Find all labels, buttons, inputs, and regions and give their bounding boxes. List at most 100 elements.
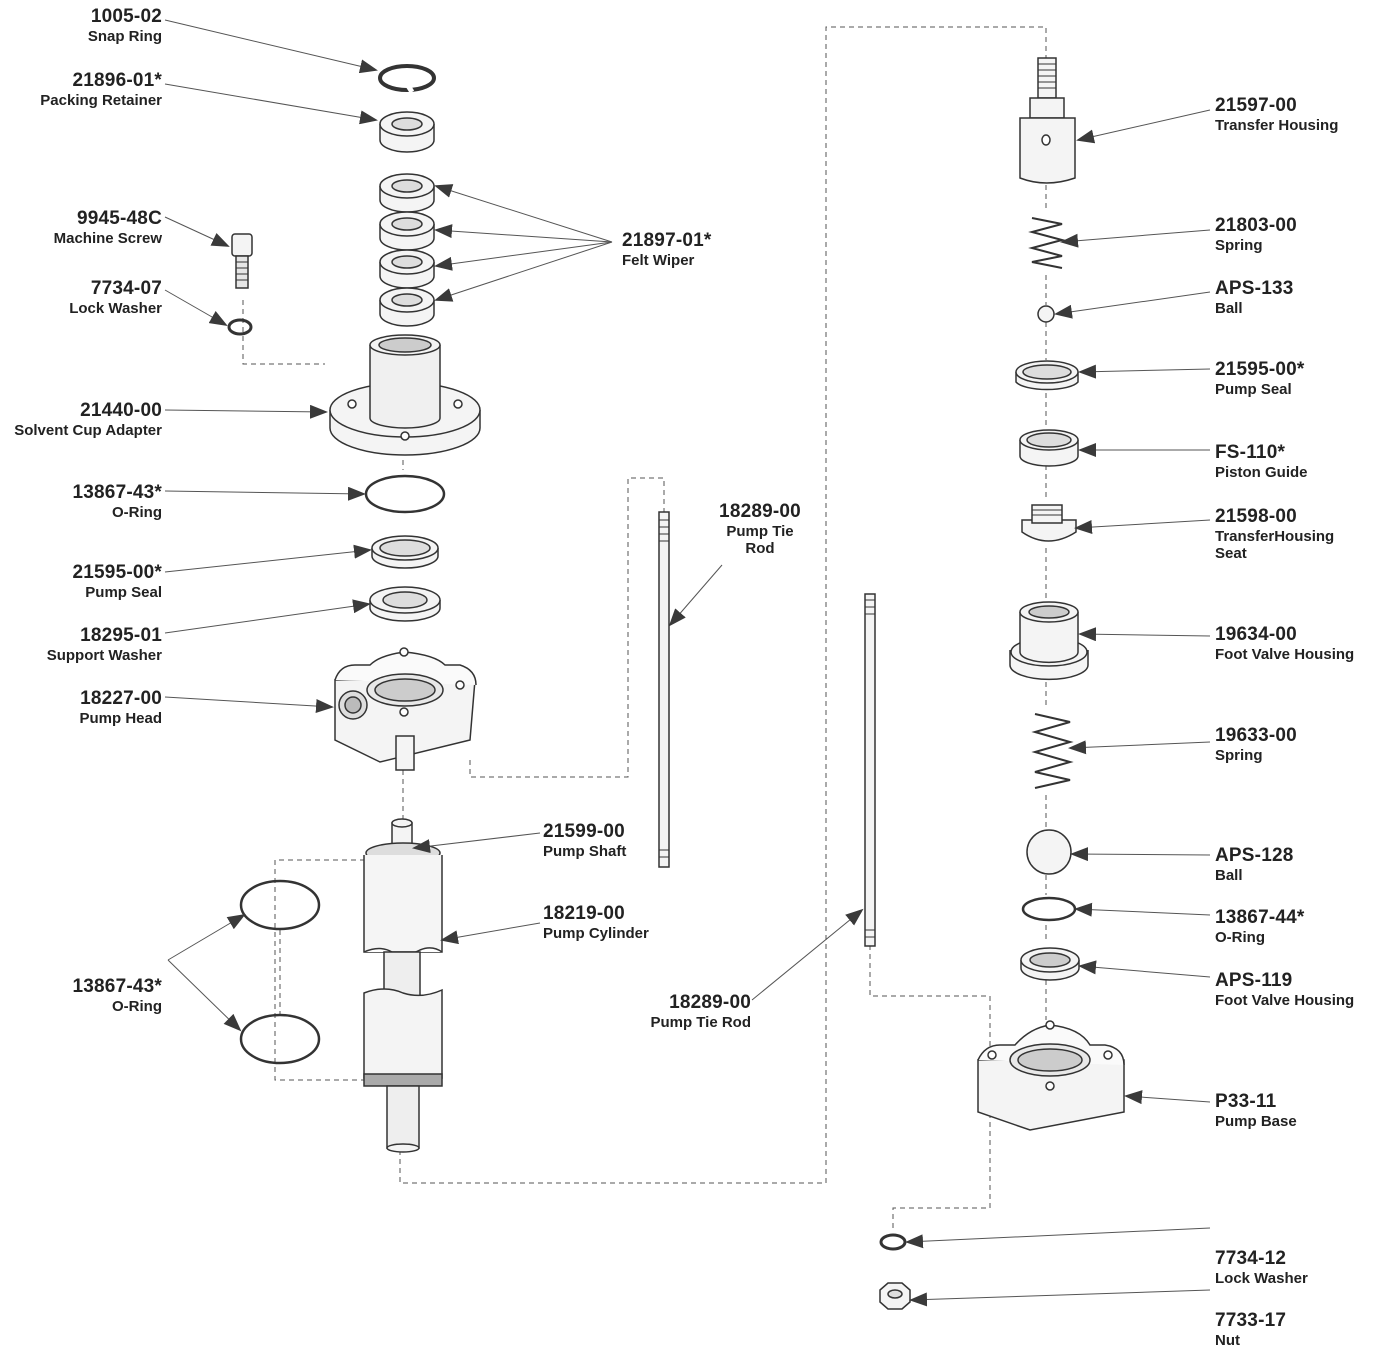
label-o-ring-left-a: 13867-43* O-Ring [73, 482, 163, 521]
right-stack-parts [879, 57, 1125, 1310]
ball-large-shape [1026, 829, 1072, 875]
label-spring-small: 21803-00 Spring [1215, 215, 1297, 254]
part-number: P33-11 [1215, 1091, 1277, 1112]
support-washer-shape [369, 586, 441, 622]
part-number: 7734-07 [90, 278, 162, 299]
lock-washer-top-shape [227, 318, 253, 336]
pump-seal-right-shape [1015, 360, 1079, 391]
part-name: Felt Wiper [622, 251, 695, 269]
label-spring-large: 19633-00 Spring [1215, 725, 1297, 764]
part-name: Pump Head [79, 709, 162, 727]
snap-ring-shape [378, 64, 436, 92]
part-name: Machine Screw [53, 229, 162, 247]
label-piston-guide: FS-110* Piston Guide [1215, 442, 1308, 481]
o-ring-left-b2-shape [239, 1013, 321, 1065]
label-snap-ring: 1005-02 Snap Ring [88, 6, 162, 45]
part-number: FS-110* [1215, 442, 1286, 463]
label-pump-seal-right: 21595-00* Pump Seal [1215, 359, 1305, 398]
part-number: 19633-00 [1215, 725, 1297, 746]
part-number: 21803-00 [1215, 215, 1297, 236]
part-name-line2: Seat [1215, 545, 1247, 563]
part-name: Transfer Housing [1215, 116, 1339, 134]
part-name: Solvent Cup Adapter [14, 421, 162, 439]
part-name: Pump Seal [85, 583, 162, 601]
part-number: 21595-00* [1215, 359, 1305, 380]
part-number: APS-119 [1215, 970, 1293, 991]
label-transfer-housing: 21597-00 Transfer Housing [1215, 95, 1338, 134]
part-name: Lock Washer [69, 299, 162, 317]
label-o-ring-left-b: 13867-43* O-Ring [73, 976, 163, 1015]
label-machine-screw: 9945-48C Machine Screw [54, 208, 162, 247]
lock-washer-bottom-shape [879, 1233, 907, 1251]
label-transfer-housing-seat: 21598-00 TransferHousing Seat [1215, 506, 1334, 562]
pump-seal-left-shape [371, 535, 439, 569]
label-packing-retainer: 21896-01* Packing Retainer [40, 70, 162, 109]
label-lock-washer-bottom: 7734-12 Lock Washer [1215, 1248, 1308, 1287]
o-ring-left-b1-shape [239, 879, 321, 931]
part-number: 19634-00 [1215, 624, 1297, 645]
label-foot-valve-housing-b: APS-119 Foot Valve Housing [1215, 970, 1354, 1009]
part-number: 18227-00 [80, 688, 162, 709]
part-name: Packing Retainer [40, 91, 162, 109]
machine-screw-shape [231, 233, 253, 289]
label-felt-wiper: 21897-01* Felt Wiper [622, 230, 712, 269]
spring-small-shape [1028, 217, 1066, 269]
part-name: Support Washer [46, 646, 162, 664]
label-pump-head: 18227-00 Pump Head [79, 688, 162, 727]
label-o-ring-right: 13867-44* O-Ring [1215, 907, 1305, 946]
part-number: 13867-43* [72, 482, 162, 503]
part-name: Nut [1215, 1331, 1240, 1349]
part-number: 18289-00 [669, 992, 751, 1013]
pump-cylinder-shape [363, 818, 443, 1153]
transfer-housing-shape [1019, 57, 1076, 184]
part-name-line1: Pump Tie [726, 522, 794, 540]
part-number: 21599-00 [543, 821, 625, 842]
assembly-dashed-lines [242, 26, 1047, 1232]
label-support-washer: 18295-01 Support Washer [47, 625, 162, 664]
label-solvent-cup-adapter: 21440-00 Solvent Cup Adapter [14, 400, 162, 439]
part-name-line1: TransferHousing [1215, 527, 1335, 545]
part-number: 21598-00 [1215, 506, 1297, 527]
label-foot-valve-housing: 19634-00 Foot Valve Housing [1215, 624, 1354, 663]
foot-valve-housing-shape [1009, 601, 1089, 681]
part-name: Piston Guide [1215, 463, 1308, 481]
part-name: Pump Base [1215, 1112, 1297, 1130]
pump-base-shape [977, 1020, 1125, 1131]
part-name: Pump Shaft [543, 842, 627, 860]
label-pump-tie-rod-a: 18289-00 Pump Tie Rod [700, 501, 820, 557]
part-name: Foot Valve Housing [1215, 645, 1355, 663]
label-ball-large: APS-128 Ball [1215, 845, 1294, 884]
part-name: Pump Tie Rod [650, 1013, 751, 1031]
tie-rod-shapes [658, 511, 876, 947]
part-number: 1005-02 [90, 6, 162, 27]
part-name: Snap Ring [87, 27, 162, 45]
left-stack-parts [227, 64, 481, 1153]
ball-small-shape [1037, 305, 1055, 323]
part-number: 21897-01* [622, 230, 712, 251]
label-lock-washer-top: 7734-07 Lock Washer [69, 278, 162, 317]
o-ring-left-a-shape [364, 474, 446, 514]
part-number: 21440-00 [80, 400, 162, 421]
solvent-cup-adapter-shape [329, 334, 481, 456]
part-name: Pump Seal [1215, 380, 1292, 398]
part-number: 18219-00 [543, 903, 625, 924]
part-name-line2: Rod [745, 540, 775, 558]
label-pump-shaft: 21599-00 Pump Shaft [543, 821, 626, 860]
part-name: Spring [1215, 746, 1263, 764]
label-pump-cylinder: 18219-00 Pump Cylinder [543, 903, 649, 942]
part-name: O-Ring [112, 997, 162, 1015]
part-number: 7734-12 [1215, 1248, 1287, 1269]
part-name: Pump Cylinder [543, 924, 649, 942]
label-pump-base: P33-11 Pump Base [1215, 1091, 1297, 1130]
part-number: 9945-48C [76, 208, 162, 229]
part-number: APS-133 [1215, 278, 1294, 299]
foot-valve-housing-b-shape [1020, 947, 1080, 981]
felt-wiper-shapes [379, 173, 435, 327]
transfer-housing-seat-shape [1021, 504, 1077, 542]
label-nut: 7733-17 Nut [1215, 1310, 1286, 1349]
label-ball-small: APS-133 Ball [1215, 278, 1294, 317]
label-pump-tie-rod-b: 18289-00 Pump Tie Rod [650, 992, 751, 1031]
label-pump-seal-left: 21595-00* Pump Seal [73, 562, 163, 601]
part-number: 18289-00 [719, 501, 801, 522]
